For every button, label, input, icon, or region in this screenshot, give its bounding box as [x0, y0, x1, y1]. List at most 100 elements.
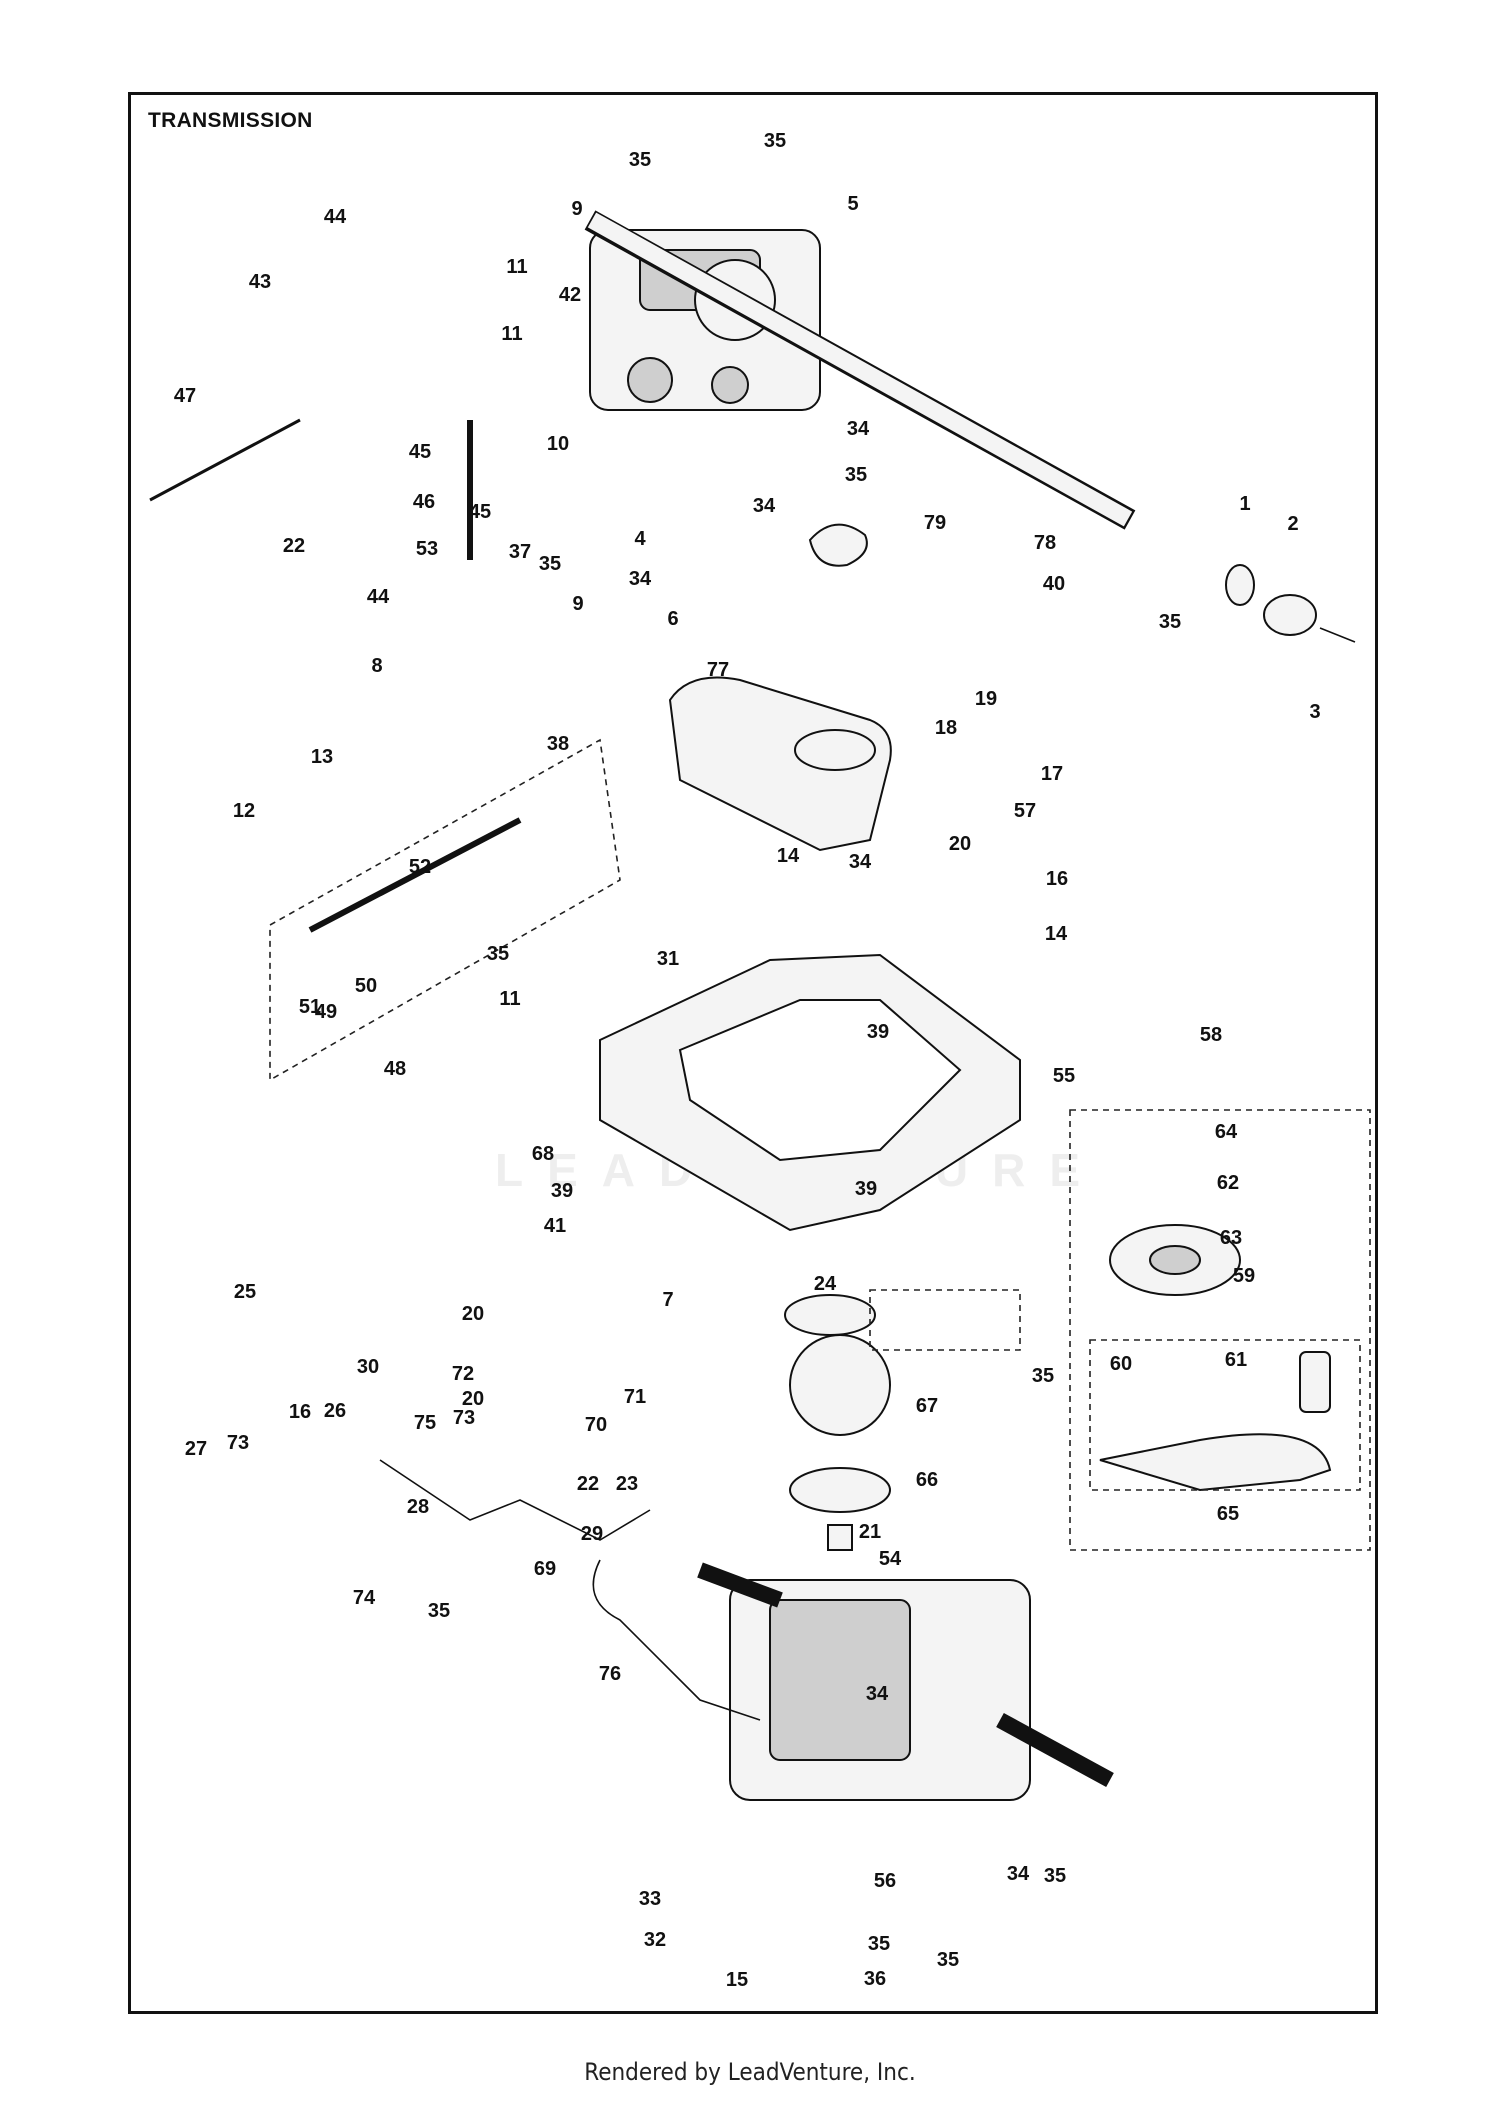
diagram-frame: [128, 92, 1378, 2014]
axle-end-parts: [1225, 564, 1356, 643]
callout-35: 35: [1159, 611, 1181, 633]
callout-57: 57: [1014, 800, 1036, 822]
callout-44: 44: [367, 586, 390, 608]
callout-35: 35: [1044, 1865, 1066, 1887]
callout-63: 63: [1220, 1227, 1242, 1249]
callout-7: 7: [662, 1289, 673, 1311]
callout-69: 69: [534, 1558, 556, 1580]
callout-21: 21: [859, 1521, 881, 1543]
callout-35: 35: [937, 1949, 959, 1971]
callout-54: 54: [879, 1548, 902, 1570]
callout-33: 33: [639, 1888, 661, 1910]
callout-19: 19: [975, 688, 997, 710]
callout-13: 13: [311, 746, 333, 768]
callout-5: 5: [847, 193, 858, 215]
callout-22: 22: [577, 1473, 599, 1495]
callout-34: 34: [866, 1683, 889, 1705]
callout-73: 73: [227, 1432, 249, 1454]
callout-35: 35: [764, 130, 786, 152]
callout-45: 45: [469, 501, 491, 523]
callout-17: 17: [1041, 763, 1063, 785]
callout-15: 15: [726, 1969, 748, 1991]
callout-34: 34: [847, 418, 870, 440]
callout-38: 38: [547, 733, 569, 755]
callout-31: 31: [657, 948, 679, 970]
lower-transmission: [697, 1562, 1114, 1801]
callout-59: 59: [1233, 1265, 1255, 1287]
callout-80: 80: [0, 0, 11, 5]
callout-48: 48: [384, 1058, 406, 1080]
callout-6: 6: [667, 608, 678, 630]
callout-58: 58: [1200, 1024, 1222, 1046]
callout-11: 11: [499, 988, 520, 1010]
callout-16: 16: [289, 1401, 311, 1423]
callout-10: 10: [547, 433, 569, 455]
callout-labels: 1234567899101111111213141415161617181920…: [0, 0, 1321, 1991]
callout-14: 14: [1045, 923, 1068, 945]
callout-36: 36: [864, 1968, 886, 1990]
callout-50: 50: [355, 975, 377, 997]
group-47-box: [269, 738, 621, 1082]
callout-35: 35: [845, 464, 867, 486]
callout-14: 14: [777, 845, 800, 867]
callout-61: 61: [1225, 1349, 1247, 1371]
callout-20: 20: [462, 1303, 484, 1325]
callout-34: 34: [753, 495, 776, 517]
callout-35: 35: [629, 149, 651, 171]
callout-1: 1: [1239, 493, 1250, 515]
callout-35: 35: [428, 1600, 450, 1622]
callout-20: 20: [462, 1388, 484, 1410]
callout-25: 25: [234, 1281, 256, 1303]
callout-37: 37: [509, 541, 531, 563]
callout-11: 11: [506, 256, 527, 278]
callout-3: 3: [1309, 701, 1320, 723]
callout-39: 39: [855, 1178, 877, 1200]
pulleys-and-fan: [784, 1224, 1332, 1551]
callout-49: 49: [315, 1001, 337, 1023]
callout-65: 65: [1217, 1503, 1239, 1525]
callout-41: 41: [544, 1215, 566, 1237]
callout-39: 39: [551, 1180, 573, 1202]
callout-26: 26: [324, 1400, 346, 1422]
callout-40: 40: [1043, 573, 1065, 595]
callout-35: 35: [868, 1933, 890, 1955]
callout-16: 16: [1046, 868, 1068, 890]
callout-42: 42: [559, 284, 581, 306]
callout-76: 76: [599, 1663, 621, 1685]
callout-71: 71: [624, 1386, 646, 1408]
callout-70: 70: [585, 1414, 607, 1436]
transmission-frame: [599, 953, 1021, 1232]
callout-75: 75: [414, 1412, 436, 1434]
callout-72: 72: [452, 1363, 474, 1385]
callout-20: 20: [949, 833, 971, 855]
callout-35: 35: [1032, 1365, 1054, 1387]
group-23-box: [869, 1289, 1021, 1351]
callout-51: 51: [299, 996, 321, 1018]
callout-2: 2: [1287, 513, 1298, 535]
callout-78: 78: [1034, 532, 1056, 554]
callout-55: 55: [1053, 1065, 1075, 1087]
callout-4: 4: [634, 528, 646, 550]
group-60-box: [1089, 1339, 1361, 1491]
callout-77: 77: [707, 659, 729, 681]
callout-28: 28: [407, 1496, 429, 1518]
callout-66: 66: [916, 1469, 938, 1491]
callout-52: 52: [409, 856, 431, 878]
callout-35: 35: [487, 943, 509, 965]
callout-34: 34: [629, 568, 652, 590]
diagram-title: TRANSMISSION: [148, 109, 313, 132]
callout-34: 34: [1007, 1863, 1030, 1885]
footer-credit: Rendered by LeadVenture, Inc.: [584, 2058, 916, 2086]
fuel-tank: [668, 523, 892, 852]
callout-11: 11: [501, 323, 522, 345]
callout-56: 56: [874, 1870, 896, 1892]
callout-24: 24: [814, 1273, 837, 1295]
callout-35: 35: [539, 553, 561, 575]
callout-22: 22: [283, 535, 305, 557]
callout-23: 23: [616, 1473, 638, 1495]
callout-29: 29: [581, 1523, 603, 1545]
callout-62: 62: [1217, 1172, 1239, 1194]
callout-79: 79: [924, 512, 946, 534]
callout-39: 39: [867, 1021, 889, 1043]
group-59-box: [1069, 1109, 1371, 1551]
